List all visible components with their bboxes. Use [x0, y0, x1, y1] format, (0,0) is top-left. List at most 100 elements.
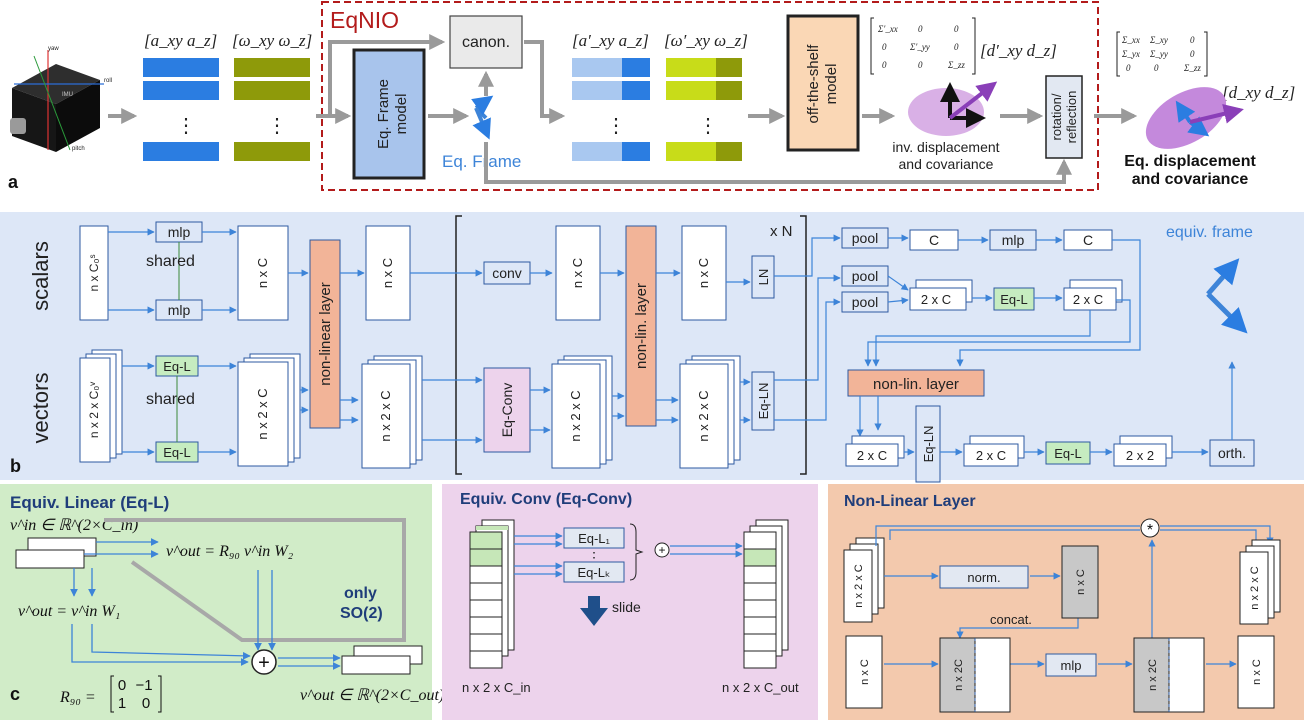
equiv-frame-glyph-icon: [1206, 258, 1248, 334]
repeat-bracket-left: [455, 215, 462, 475]
rot-label-1: rotation/: [1049, 93, 1064, 140]
r90-10: 1: [118, 695, 126, 712]
eq-ln-head-label: Eq-LN: [921, 426, 936, 463]
orth-box: [1209, 439, 1255, 467]
accel-canon-bar: [572, 81, 650, 100]
r90-00: 0: [118, 677, 126, 694]
nxc-1-label: n x C: [255, 258, 270, 288]
eq-l1-box: [563, 527, 625, 549]
eql-head-box: [993, 287, 1035, 311]
nx2xc-4-label: n x 2 x C: [696, 390, 711, 441]
gyro-canon-bar: [666, 58, 742, 77]
e-mlp-box: [1045, 653, 1097, 677]
cov-eq-11: Σ_yy: [1149, 49, 1168, 59]
cov-inv-10: 0: [882, 42, 887, 52]
r90-01: −1: [135, 677, 152, 694]
cov-eq-00: Σ_xx: [1121, 35, 1140, 45]
input-vector-label: n x 2 x C₀ᵛ: [87, 382, 101, 438]
e-out-nx2xc-label: n x 2 x C: [1249, 566, 1261, 609]
panel-d-title: Equiv. Conv (Eq-Conv): [460, 491, 632, 508]
r90-11: 0: [142, 695, 150, 712]
accel-label: [a_xy a_z]: [144, 31, 217, 50]
panel-b-label: b: [10, 456, 21, 476]
non-linear-layer-label: non-linear layer: [317, 282, 334, 385]
r90-lhs: R₉₀ =: [59, 689, 96, 706]
cov-inv-00: Σ′_xx: [877, 24, 898, 34]
e-nx2c-label-1: n x 2C: [953, 659, 965, 691]
concat-box-2: [1133, 637, 1205, 713]
mlp-top-label: mlp: [168, 224, 191, 240]
gyro-bar: [234, 58, 310, 77]
e-nxc-mid-box: [1061, 545, 1099, 619]
vout-r90-label: v^out = R₉₀ v^in W₂: [166, 543, 294, 560]
non-lin-layer-label-1: non-lin. layer: [633, 283, 650, 369]
nxc-4-label: n x C: [696, 258, 711, 288]
eq-frame-glyph-icon: [471, 95, 494, 140]
cov-inv-12: 0: [954, 42, 959, 52]
cov-eq-21: 0: [1154, 63, 1159, 73]
panel-c-title: Equiv. Linear (Eq-L): [10, 493, 169, 512]
panel-e: Non-Linear Layer n x 2 x C * norm. n x C…: [828, 484, 1304, 720]
e-nxc-mid-label: n x C: [1075, 569, 1087, 595]
conv-out-label: n x 2 x C_out: [722, 680, 799, 695]
vout-w1-label: v^out = v^in W₁: [18, 603, 120, 620]
gyro-bar: [234, 142, 310, 161]
accel-ellipsis: ⋮: [176, 115, 196, 137]
accel-bar: [143, 142, 219, 161]
eq-frame-model-box: [352, 48, 426, 180]
e-nxc-in-box: [845, 635, 883, 709]
non-linear-layer-box: [309, 239, 341, 429]
inv-caption-2: and covariance: [899, 156, 994, 172]
vectors-label: vectors: [28, 373, 53, 444]
accel-canon-ellipsis: ⋮: [606, 115, 626, 137]
c-label-1: C: [929, 232, 939, 248]
slide-arrow-icon: [580, 596, 608, 626]
multiply-node: [1140, 518, 1160, 538]
orth-label: orth.: [1218, 445, 1246, 461]
pool-label-2: pool: [852, 268, 878, 284]
twoxc-label-1: 2 x C: [921, 292, 951, 307]
twoxc-label-3: 2 x C: [857, 448, 887, 463]
imu-axis-roll: roll: [104, 78, 112, 84]
eq-l-dots: ⋮: [587, 549, 601, 565]
frame-model-label-2: model: [393, 94, 410, 135]
conv-in-label: n x 2 x C_in: [462, 680, 531, 695]
sum-node: [251, 649, 277, 675]
vout-space-label: v^out ∈ ℝ^(2×C_out): [300, 687, 444, 704]
ln-label: LN: [756, 269, 771, 286]
eq-conv-output-stack: [743, 519, 789, 669]
mlp-bottom-label: mlp: [168, 302, 191, 318]
twoxc-label-2: 2 x C: [1073, 292, 1103, 307]
repeat-bracket-right: [800, 215, 807, 475]
r90-matrix: 0 −1 1 0: [110, 675, 162, 713]
eql-top-label: Eq-L: [163, 359, 190, 374]
panel-a: a IMU yaw roll pitch [a_xy a_z] [ω_xy ω_…: [8, 1, 1295, 192]
nx2xc-2-label: n x 2 x C: [378, 390, 393, 441]
eq-l1-label: Eq-L₁: [578, 531, 610, 546]
nxc-2-label: n x C: [380, 258, 395, 288]
mlp-head-label: mlp: [1002, 232, 1025, 248]
imu-axis-yaw: yaw: [48, 46, 59, 52]
cov-inv-02: 0: [954, 24, 959, 34]
cov-eq-20: 0: [1126, 63, 1131, 73]
cov-inv-11: Σ′_yy: [909, 42, 930, 52]
only-label: only: [344, 585, 377, 602]
c-label-2: C: [1083, 232, 1093, 248]
non-lin-layer-label-2: non-lin. layer: [873, 376, 959, 393]
cov-eq-22: Σ_zz: [1183, 63, 1201, 73]
nxc-3-label: n x C: [570, 258, 585, 288]
accel-bar: [143, 81, 219, 100]
inv-covariance-matrix: Σ′_xx 0 0 0 Σ′_yy 0 0 0 Σ_zz: [870, 17, 976, 75]
nx2xc-1-label: n x 2 x C: [255, 388, 270, 439]
non-lin-layer-box-1: [625, 225, 657, 427]
imu-axis-pitch: pitch: [72, 146, 85, 152]
panel-c-label: c: [10, 684, 20, 704]
sum-node-conv: [654, 542, 670, 558]
sum-node-label: +: [258, 652, 270, 674]
panel-d: Equiv. Conv (Eq-Conv) Eq-L₁ ⋮ Eq-Lₖ: [442, 484, 818, 720]
accel-canon-bar: [572, 142, 650, 161]
twox2-label: 2 x 2: [1126, 448, 1154, 463]
gyro-canon-bar: [666, 142, 742, 161]
shared-label-bottom: shared: [146, 391, 195, 408]
eql-bottom-label: Eq-L: [163, 445, 190, 460]
